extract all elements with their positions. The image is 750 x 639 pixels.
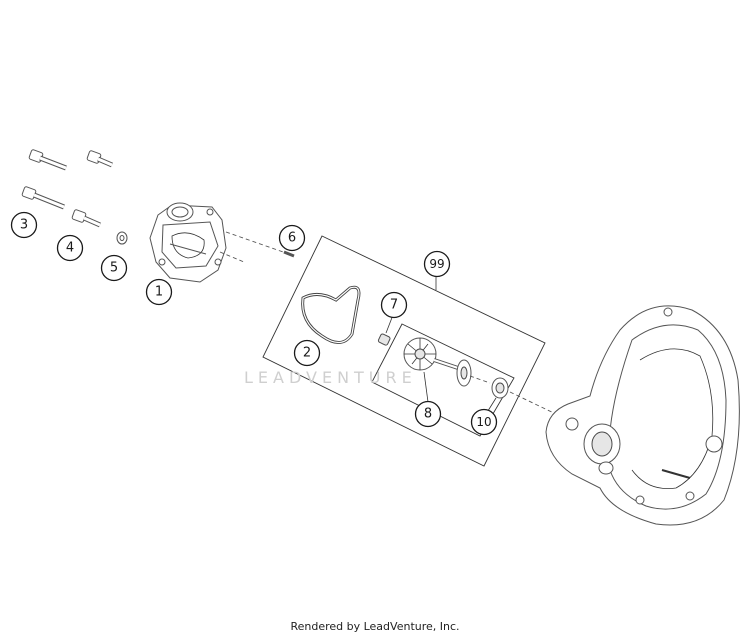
callout-7[interactable]: 7: [380, 291, 408, 319]
svg-text:6: 6: [288, 231, 296, 246]
callout-99[interactable]: 99: [423, 250, 451, 278]
bolt-long-bottom: [21, 186, 65, 210]
callout-10[interactable]: 10: [470, 408, 498, 436]
repair-kit-frame: [262, 235, 546, 467]
bolt-long-top: [28, 149, 67, 171]
svg-text:5: 5: [110, 261, 118, 276]
callout-6[interactable]: 6: [278, 224, 306, 252]
callout-8[interactable]: 8: [414, 400, 442, 428]
svg-text:4: 4: [66, 241, 74, 256]
water-pump-cover: [149, 202, 287, 283]
clutch-cover: [545, 305, 740, 526]
svg-text:7: 7: [390, 298, 398, 313]
washer: [116, 231, 128, 245]
svg-text:10: 10: [476, 415, 491, 429]
svg-text:99: 99: [429, 257, 444, 271]
bolt-short-bottom: [71, 209, 102, 228]
footer-credit: Rendered by LeadVenture, Inc.: [290, 620, 460, 633]
impeller-shaft: [403, 337, 491, 387]
callout-4[interactable]: 4: [56, 234, 84, 262]
callout-2[interactable]: 2: [293, 339, 321, 367]
svg-text:1: 1: [155, 285, 163, 300]
callout-3[interactable]: 3: [10, 211, 38, 239]
bolt-short-top: [86, 150, 113, 168]
dowel-pin: [283, 250, 295, 258]
callout-5[interactable]: 5: [100, 254, 128, 282]
svg-text:2: 2: [303, 346, 311, 361]
callout-1[interactable]: 1: [145, 278, 173, 306]
gasket: [301, 285, 361, 344]
watermark-text: LEADVENTURE: [244, 368, 417, 387]
bushing: [377, 333, 391, 346]
shaft-seal: [491, 377, 561, 417]
svg-text:3: 3: [20, 218, 28, 233]
svg-text:8: 8: [424, 407, 432, 422]
